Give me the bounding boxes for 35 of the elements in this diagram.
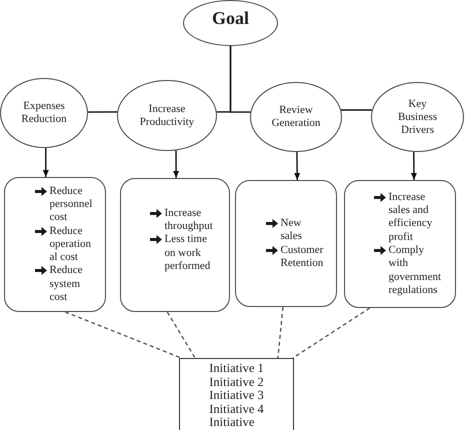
node-label: Review Generation (270, 104, 322, 130)
list-item-text: Initiative 1 (209, 362, 264, 376)
bullet-text: Increase throughput (164, 206, 214, 234)
dashed-connector (292, 307, 370, 359)
bullet-text: Less time on work performed (164, 233, 212, 274)
dashed-connector (64, 311, 182, 359)
bullet-text: New sales (280, 216, 303, 244)
arrow (42, 148, 49, 177)
rounded-box (235, 180, 337, 307)
list-item-text: Initiative 3 (209, 389, 264, 402)
dashed-connector (277, 306, 284, 358)
arrow (410, 152, 417, 180)
rounded-box (344, 180, 456, 308)
bullet-text: Increase sales and efficiency profit (388, 190, 434, 244)
bullet-text: Reduce operational cost (50, 224, 92, 264)
node-label: Increase Productivity (138, 102, 196, 128)
list-item-text: Initiative (209, 416, 254, 430)
rounded-box (4, 177, 106, 312)
bullet-text: Reduce system cost (50, 264, 84, 304)
node-label: Key Business Drivers (396, 98, 438, 136)
arrow (173, 150, 180, 178)
bullet-text: Reduce personnel cost (50, 184, 94, 225)
node-label: Expenses Reduction (20, 100, 68, 126)
list-item-text: Initiative 4 (209, 402, 264, 416)
bullet-text: Customer Retention (280, 244, 324, 270)
connector-line (88, 111, 118, 113)
node-label: Goal (210, 8, 250, 28)
connector-line (341, 109, 372, 111)
initiative-box (179, 358, 294, 430)
rounded-box (120, 178, 230, 312)
bullet-text: Comply with government regulations (388, 244, 442, 298)
dashed-connector (166, 312, 196, 358)
connector-line (230, 46, 250, 113)
arrow (294, 152, 300, 180)
list-item-text: Initiative 2 (209, 376, 264, 389)
